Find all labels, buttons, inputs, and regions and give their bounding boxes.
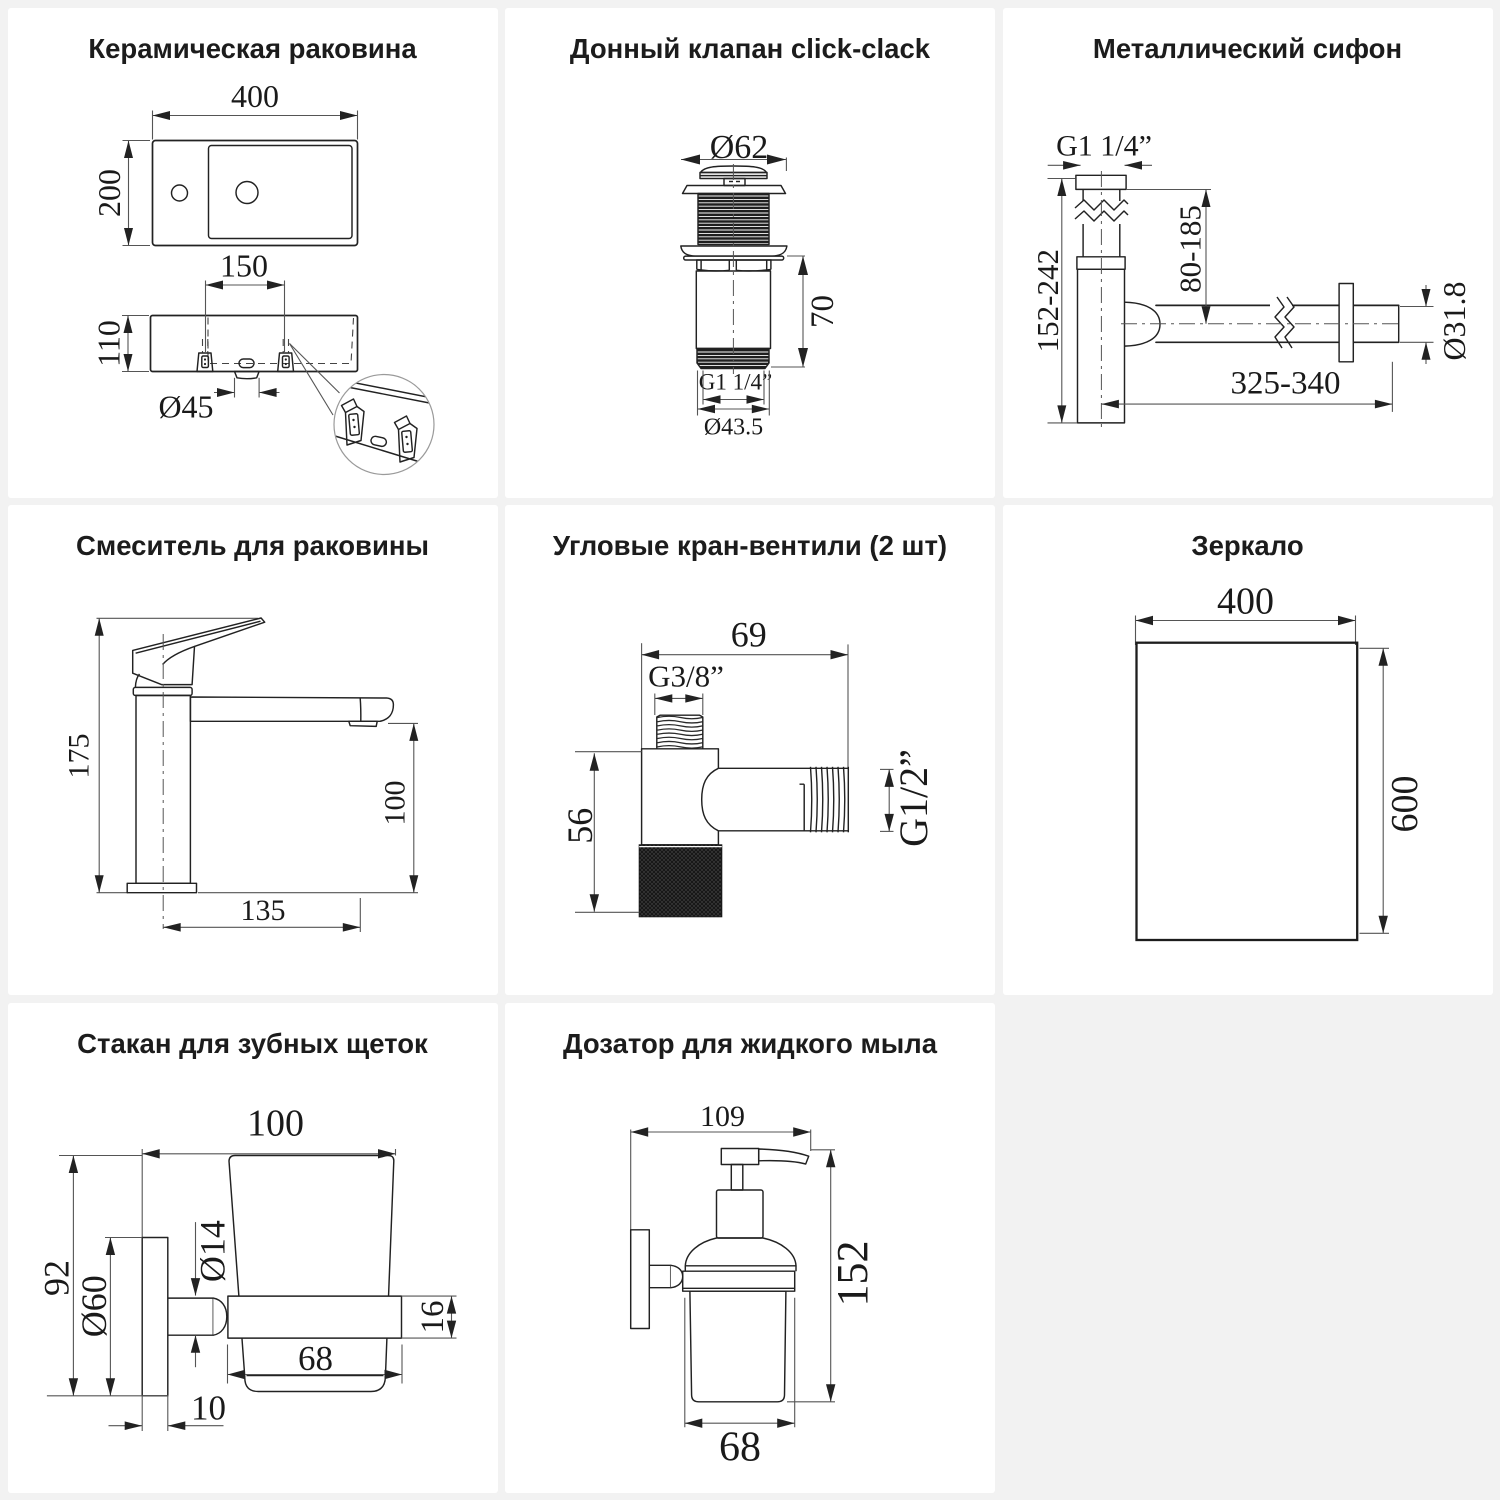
svg-text:Ø43.5: Ø43.5 — [704, 414, 763, 440]
svg-text:80-185: 80-185 — [1172, 205, 1207, 293]
svg-text:G3/8”: G3/8” — [648, 659, 724, 694]
svg-text:69: 69 — [731, 615, 767, 655]
svg-text:175: 175 — [62, 734, 95, 779]
svg-text:152: 152 — [828, 1240, 877, 1306]
svg-text:68: 68 — [719, 1424, 761, 1470]
svg-text:10: 10 — [191, 1388, 226, 1427]
svg-text:G1/2”: G1/2” — [891, 749, 936, 847]
svg-text:400: 400 — [231, 78, 279, 114]
svg-text:Ø31.8: Ø31.8 — [1436, 281, 1472, 360]
svg-text:135: 135 — [240, 894, 285, 927]
svg-text:Ø14: Ø14 — [192, 1220, 232, 1282]
svg-text:100: 100 — [247, 1102, 304, 1144]
svg-text:Ø45: Ø45 — [158, 388, 213, 424]
svg-text:110: 110 — [90, 320, 126, 367]
svg-text:16: 16 — [415, 1300, 451, 1333]
svg-text:70: 70 — [805, 295, 841, 328]
svg-text:100: 100 — [378, 781, 411, 826]
svg-text:325-340: 325-340 — [1230, 365, 1340, 401]
svg-text:109: 109 — [700, 1099, 745, 1132]
svg-text:150: 150 — [220, 247, 268, 283]
svg-text:Ø60: Ø60 — [74, 1275, 114, 1337]
svg-text:56: 56 — [560, 808, 600, 844]
svg-text:G1 1/4”: G1 1/4” — [699, 369, 772, 394]
svg-text:92: 92 — [36, 1260, 76, 1296]
svg-text:200: 200 — [91, 169, 127, 217]
svg-text:600: 600 — [1384, 776, 1426, 833]
svg-text:152-242: 152-242 — [1030, 249, 1065, 352]
svg-text:Ø62: Ø62 — [710, 129, 769, 166]
svg-text:68: 68 — [298, 1339, 333, 1378]
svg-text:G1 1/4”: G1 1/4” — [1056, 129, 1152, 162]
svg-text:400: 400 — [1217, 581, 1274, 623]
